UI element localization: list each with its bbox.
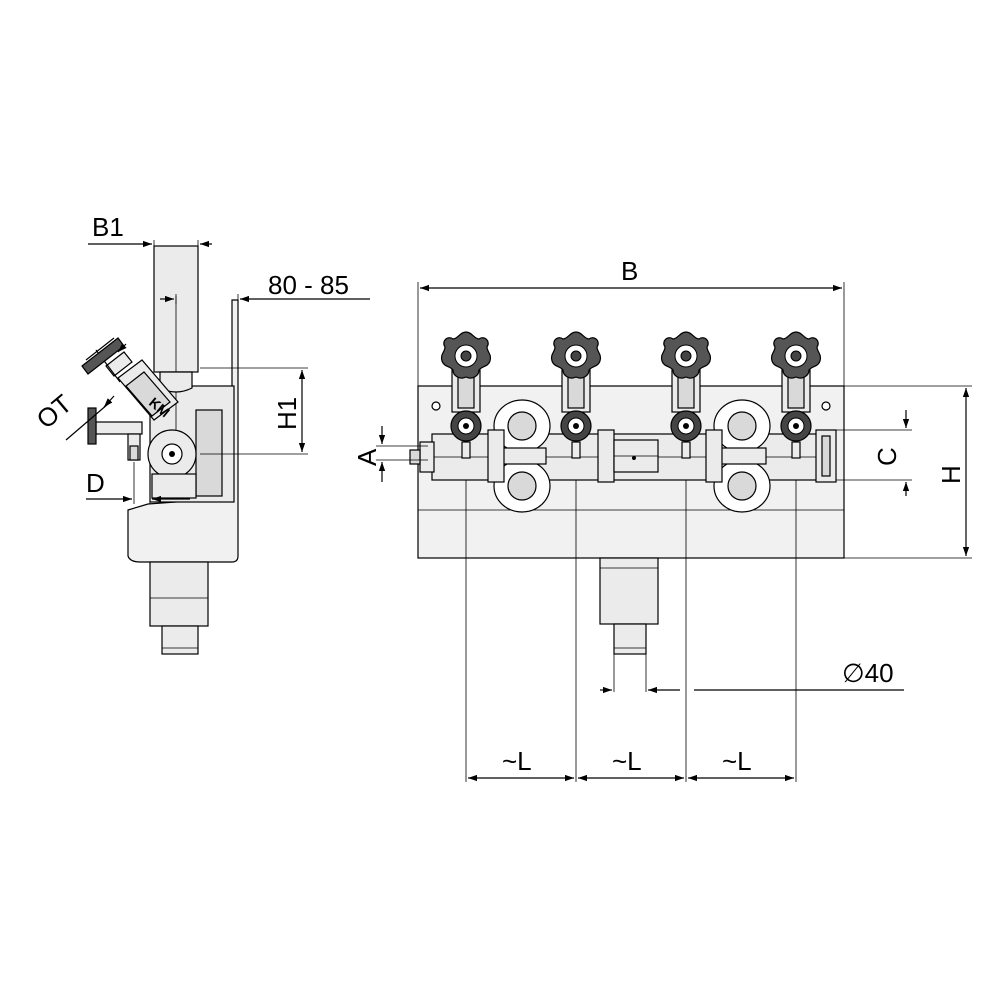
coupling-left bbox=[493, 399, 551, 513]
dim-label-d: D bbox=[86, 468, 105, 498]
dim-label-spacing-3: ~L bbox=[722, 746, 752, 776]
dim-label-spacing-1: ~L bbox=[502, 746, 532, 776]
wall-bracket bbox=[127, 299, 239, 563]
side-view: KM B1 bbox=[31, 212, 370, 655]
coupling-right bbox=[713, 399, 771, 513]
dim-label-b: B bbox=[621, 256, 638, 286]
valve-station-4 bbox=[770, 331, 822, 459]
angle-valve: KM bbox=[81, 337, 179, 421]
outlet-pipe bbox=[161, 625, 199, 655]
dim-label-c: C bbox=[872, 447, 902, 466]
front-outlet-nut bbox=[599, 557, 659, 625]
dim-label-b1: B1 bbox=[92, 212, 124, 242]
dim-label-h: H bbox=[936, 465, 966, 484]
dim-label-diameter: ∅40 bbox=[842, 658, 894, 688]
dim-label-spacing-2: ~L bbox=[612, 746, 642, 776]
valve-station-3 bbox=[660, 331, 712, 459]
valve-station-2 bbox=[550, 331, 602, 459]
valve-station-1 bbox=[440, 331, 492, 459]
body-inner bbox=[195, 409, 223, 497]
drain-valve bbox=[87, 407, 143, 461]
dim-label-a: A bbox=[352, 448, 382, 466]
outlet-nut bbox=[149, 561, 209, 627]
dim-label-depth: 80 - 85 bbox=[268, 270, 349, 300]
front-view: B A C H ∅40 ~L ~L ~L bbox=[352, 256, 972, 782]
dim-label-ot: OT bbox=[31, 388, 78, 434]
front-outlet-pipe bbox=[613, 623, 647, 655]
dim-label-h1: H1 bbox=[272, 397, 302, 430]
